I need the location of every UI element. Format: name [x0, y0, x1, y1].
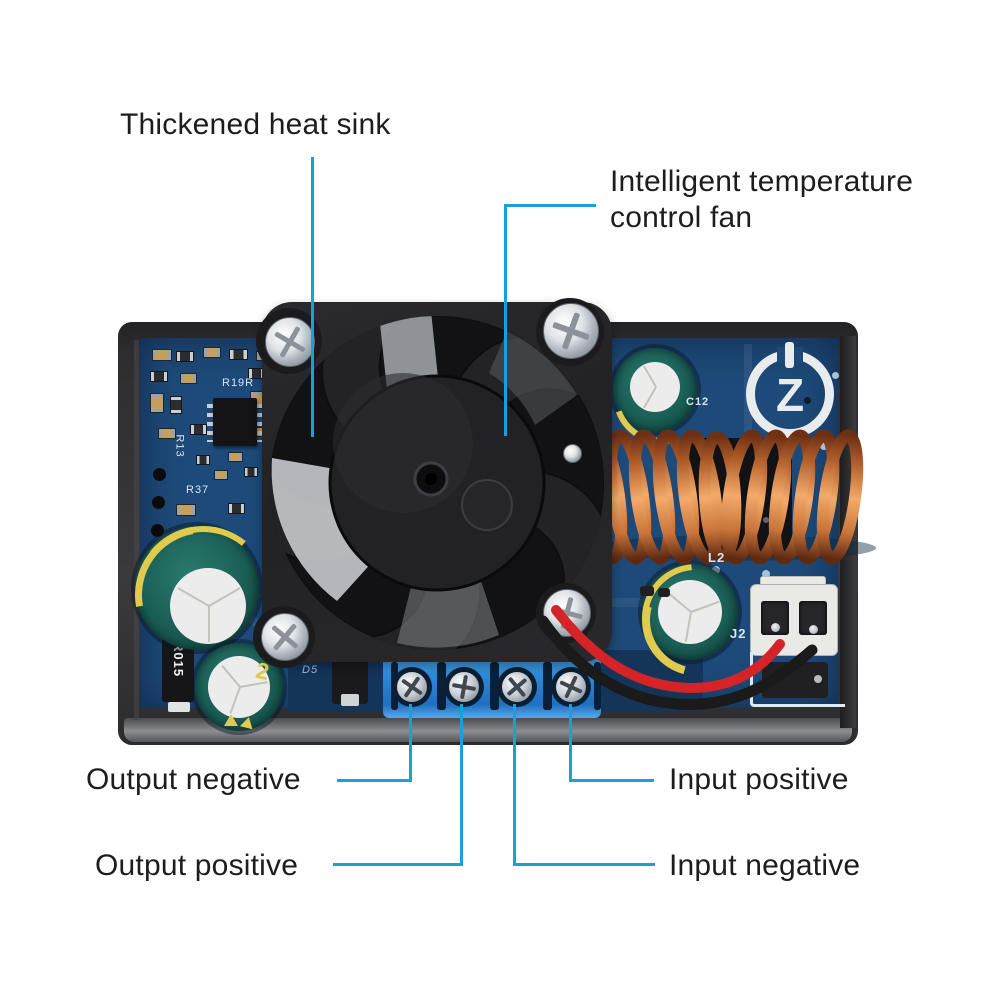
fan-screw-bottom-right — [543, 589, 591, 637]
component-lead — [814, 675, 822, 683]
capacitor-vent-seam — [208, 587, 241, 607]
label-input-positive: Input positive — [669, 763, 849, 796]
fan-screw-top-left — [265, 317, 315, 367]
toroidal-inductor — [588, 429, 876, 565]
callout-line-heat-sink — [311, 157, 314, 437]
capacitor-vent-seam — [690, 600, 720, 613]
via-pad — [152, 496, 165, 509]
smd-component — [170, 396, 182, 414]
smd-component — [228, 452, 243, 462]
capacitor-vent-seam — [643, 386, 657, 409]
callout-line-fan-h — [504, 204, 596, 207]
terminal-slot — [437, 662, 446, 710]
callout-line-fan-v — [504, 204, 507, 436]
terminal-screw-input-positive — [556, 672, 586, 702]
solder-pad — [820, 442, 828, 450]
terminal-slot — [490, 662, 499, 710]
ic-pins — [257, 404, 263, 442]
ic-pins — [207, 404, 213, 442]
solder-pad — [832, 372, 839, 379]
terminal-screw-input-negative — [502, 672, 532, 702]
callout-line-output-positive-h — [333, 863, 463, 866]
silkscreen-r13: R13 — [173, 434, 186, 458]
terminal-slot — [594, 662, 601, 710]
case-left-edge-highlight — [134, 340, 139, 720]
logo-letter: Z — [775, 369, 805, 421]
label-fan: Intelligent temperature control fan — [610, 165, 914, 234]
brand-logo: Z — [746, 342, 834, 438]
label-input-negative: Input negative — [669, 849, 861, 882]
terminal-screw-output-negative — [397, 672, 427, 702]
smd-component — [176, 351, 194, 362]
heatsink-highlights — [271, 316, 577, 648]
silkscreen-r015: R015 — [171, 642, 186, 678]
capacitor-vent-seam — [208, 606, 210, 642]
capacitor-top — [630, 362, 680, 412]
terminal-screw-output-positive — [449, 672, 479, 702]
capacitor-vent-seam — [229, 686, 241, 714]
capacitor-top — [170, 568, 246, 644]
connector-pin — [809, 625, 818, 634]
silkscreen-l2: L2 — [708, 550, 726, 565]
callout-line-input-positive-v — [569, 704, 572, 782]
capacitor-vent-seam — [643, 365, 657, 388]
via-pad — [151, 524, 164, 537]
fan-screw-bottom-left — [261, 613, 309, 661]
label-output-positive: Output positive — [95, 849, 299, 882]
callout-line-input-negative-h — [513, 863, 655, 866]
logo-dot — [804, 397, 811, 404]
via-pad — [153, 468, 166, 481]
smd-component — [180, 373, 197, 384]
pcb-screw-small — [563, 444, 582, 463]
silkscreen-c12: C12 — [686, 396, 710, 408]
smd-component — [244, 467, 258, 477]
callout-line-output-negative-h — [337, 779, 412, 782]
fan-screw-top-right — [543, 303, 599, 359]
smd-component — [214, 470, 228, 480]
screw-slot — [403, 676, 421, 698]
silkscreen-r19r: R19R — [222, 377, 255, 389]
smd-power-component — [762, 662, 828, 698]
capacitor-vent-seam — [667, 591, 692, 613]
fan-connector-j2 — [750, 584, 838, 656]
silkscreen-j2: J2 — [730, 626, 747, 641]
logo-power-tick — [785, 342, 794, 368]
capacitor-vent-seam — [177, 587, 210, 607]
smd-component — [228, 503, 245, 514]
hub-sticker-well — [461, 479, 513, 531]
callout-line-output-negative-v — [409, 704, 412, 782]
connector-pin — [771, 623, 780, 632]
capacitor-top — [208, 656, 270, 718]
control-ic-chip — [213, 398, 257, 446]
smd-component — [152, 349, 172, 361]
fan-blades-svg — [270, 316, 604, 650]
smd-component — [150, 371, 168, 382]
capacitor-vent-seam — [684, 611, 692, 642]
smd-component — [150, 393, 164, 413]
coil-windings — [588, 429, 864, 565]
callout-line-input-positive-h — [569, 779, 654, 782]
fan-hub — [328, 373, 546, 592]
fan-opening — [270, 316, 604, 650]
smd-component — [196, 455, 210, 465]
smd-component — [658, 588, 670, 597]
silkscreen-r37: R37 — [186, 484, 210, 496]
smd-component — [190, 424, 207, 435]
diode-tab — [341, 694, 359, 706]
smd-component — [203, 347, 221, 358]
smd-component — [640, 586, 654, 596]
screw-slot — [279, 326, 301, 358]
callout-line-output-positive-v — [460, 704, 463, 866]
smd-component — [158, 428, 176, 439]
capacitor-vent-seam — [221, 664, 241, 688]
smd-component — [176, 504, 196, 516]
label-heat-sink: Thickened heat sink — [120, 108, 391, 141]
solder-pad — [762, 570, 770, 578]
label-output-negative: Output negative — [86, 763, 301, 796]
solder-pad — [712, 566, 720, 574]
silkscreen-d5: D5 — [302, 664, 319, 676]
solder-pad — [168, 702, 190, 712]
smd-component — [229, 349, 248, 360]
callout-line-input-negative-v — [513, 704, 516, 866]
